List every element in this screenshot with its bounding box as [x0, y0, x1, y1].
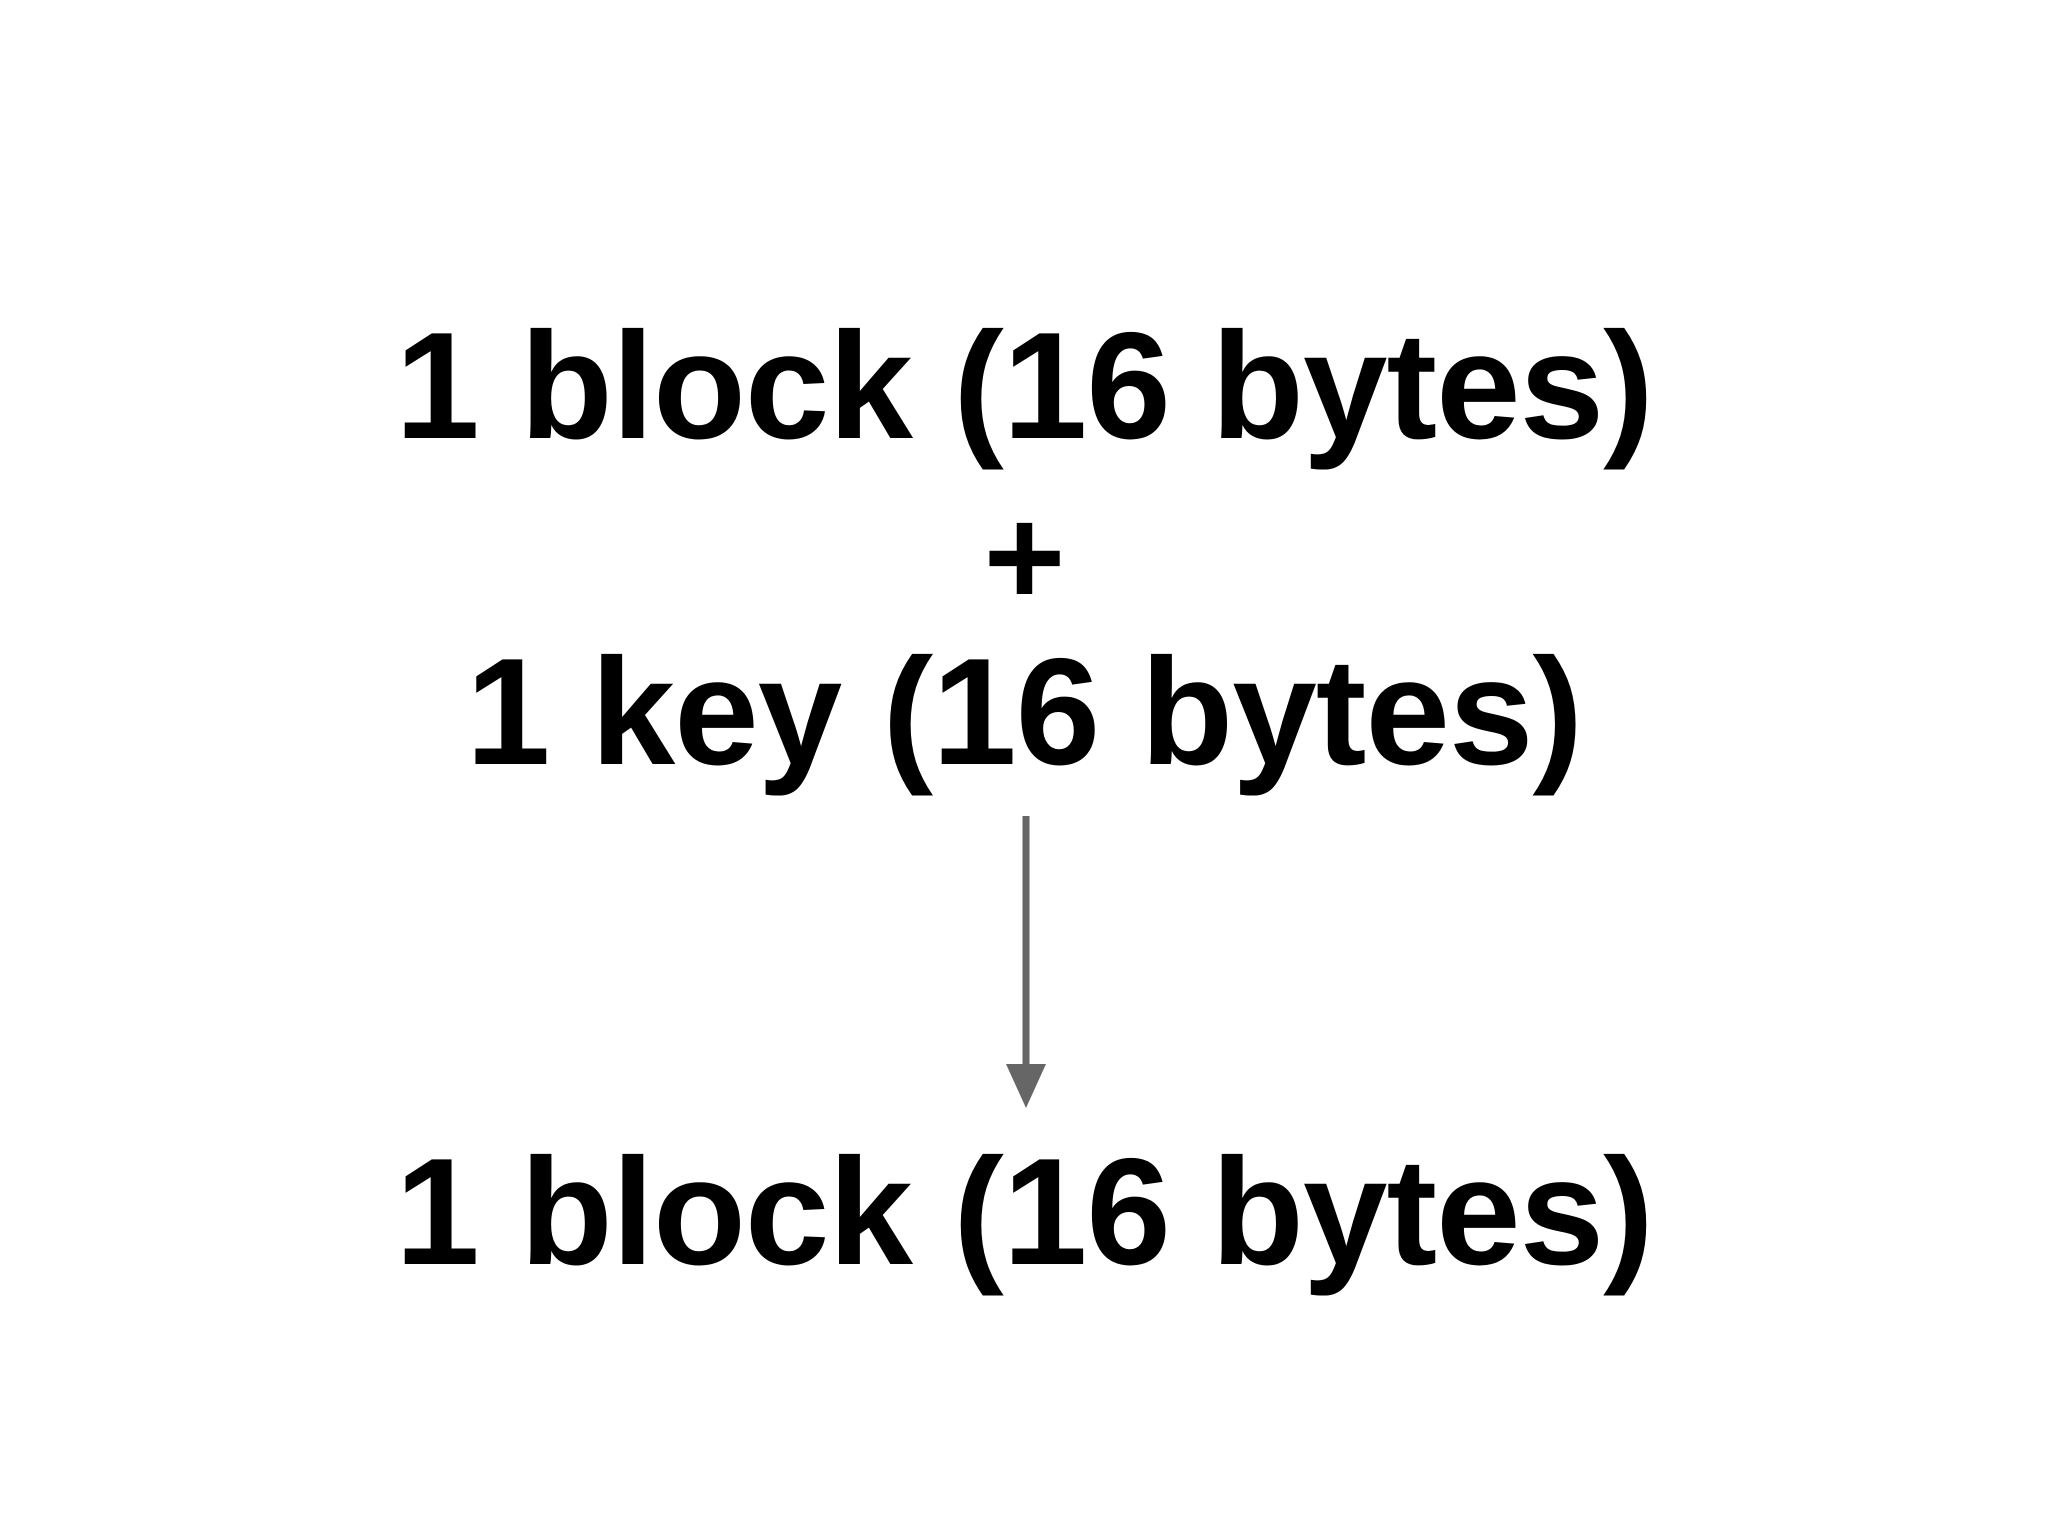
down-arrow-icon	[994, 812, 1058, 1112]
input-block-label: 1 block (16 bytes)	[395, 301, 1654, 471]
output-block-label: 1 block (16 bytes)	[395, 1127, 1654, 1297]
plus-operator-label: +	[983, 478, 1066, 635]
input-key-label: 1 key (16 bytes)	[465, 627, 1583, 797]
